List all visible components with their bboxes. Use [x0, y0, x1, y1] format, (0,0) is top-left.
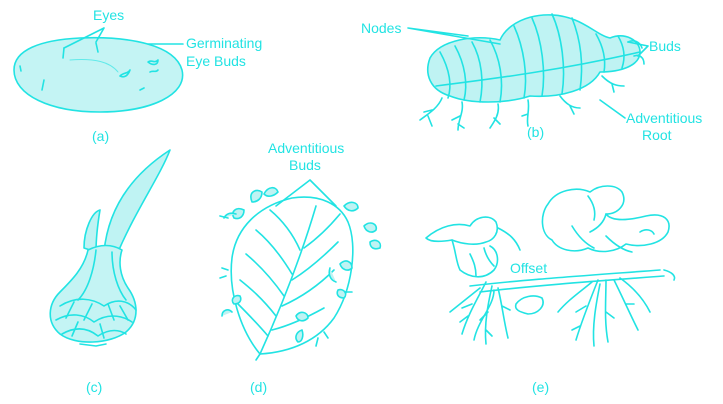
root-pointer: [599, 99, 626, 119]
offset-roots-right: [557, 277, 651, 347]
panel-c-bulb: [49, 149, 171, 347]
label-germinating-2: Eye Buds: [186, 53, 246, 69]
labels: Eyes Germinating Eye Buds (a) Nodes Buds…: [86, 7, 702, 395]
leaf-petiole: [255, 353, 261, 361]
bulb-body: [49, 244, 137, 343]
leaf-buds-pointer: [275, 179, 337, 207]
potato-eye-8: [139, 87, 145, 91]
caption-e: (e): [532, 379, 549, 395]
potato-eye-3: [41, 79, 45, 91]
ginger-bud-2: [633, 54, 645, 65]
label-germinating-1: Germinating: [186, 35, 262, 51]
ginger-bud-1: [627, 40, 643, 49]
potato-eye-1: [62, 47, 65, 59]
buds-pointer: [627, 41, 649, 57]
panel-a-potato: [13, 27, 184, 113]
potato-eye-7: [149, 69, 159, 73]
potato-eye-4: [19, 65, 22, 72]
caption-a: (a): [92, 128, 109, 144]
offset-stolon: [469, 269, 665, 293]
caption-b: (b): [527, 124, 544, 140]
label-nodes: Nodes: [361, 20, 401, 36]
label-leaf-buds-2: Buds: [289, 157, 321, 173]
potato-eye-5: [119, 69, 131, 78]
label-root-1: Adventitious: [626, 110, 702, 126]
panel-d-leaf: [219, 179, 382, 361]
ginger-adventitious-roots: [419, 75, 625, 131]
bulb-shoot-short: [83, 209, 101, 253]
bulb-shoot-long: [103, 149, 171, 253]
potato-tuber: [13, 36, 184, 113]
label-root-2: Root: [642, 127, 672, 143]
potato-eye-6: [147, 59, 159, 66]
label-offset: Offset: [510, 260, 547, 276]
leaf-blade: [230, 196, 354, 355]
offset-small-leaf: [514, 295, 544, 315]
label-eyes: Eyes: [93, 7, 124, 23]
panel-b-ginger: [407, 13, 649, 131]
panel-e-offset: [425, 185, 676, 347]
offset-roots-left: [449, 281, 511, 345]
caption-c: (c): [86, 379, 102, 395]
leaf-adventitious-buds: [221, 186, 382, 343]
eyes-pointer: [63, 27, 105, 49]
label-leaf-buds-1: Adventitious: [268, 140, 344, 156]
leaf-midrib: [259, 205, 317, 355]
caption-d: (d): [250, 379, 267, 395]
potato-eye-2: [95, 42, 99, 53]
label-buds: Buds: [649, 38, 681, 54]
nodes-pointer: [407, 27, 501, 45]
